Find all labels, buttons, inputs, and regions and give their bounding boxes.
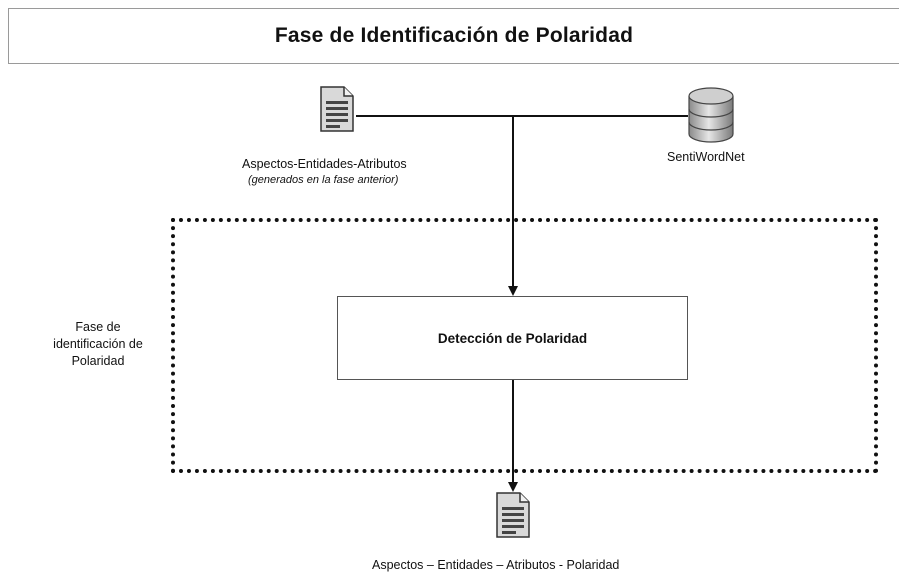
database-icon: [688, 87, 734, 143]
lexicon-label: SentiWordNet: [667, 150, 745, 164]
document-icon: [320, 86, 354, 132]
phase-label: Fase de identificación de Polaridad: [53, 320, 143, 368]
diagram-title: Fase de Identificación de Polaridad: [274, 24, 634, 47]
input-aspects-note: (generados en la fase anterior): [248, 174, 399, 186]
polarity-detection-label: Detección de Polaridad: [437, 330, 588, 346]
document-icon: [496, 492, 530, 538]
phase-boundary: [171, 218, 878, 473]
diagram-title-box: Fase de Identificación de Polaridad: [8, 8, 899, 64]
output-label: Aspectos – Entidades – Atributos - Polar…: [372, 558, 620, 572]
polarity-detection-box: Detección de Polaridad: [337, 296, 688, 380]
input-aspects-label: Aspectos-Entidades-Atributos: [242, 157, 407, 171]
